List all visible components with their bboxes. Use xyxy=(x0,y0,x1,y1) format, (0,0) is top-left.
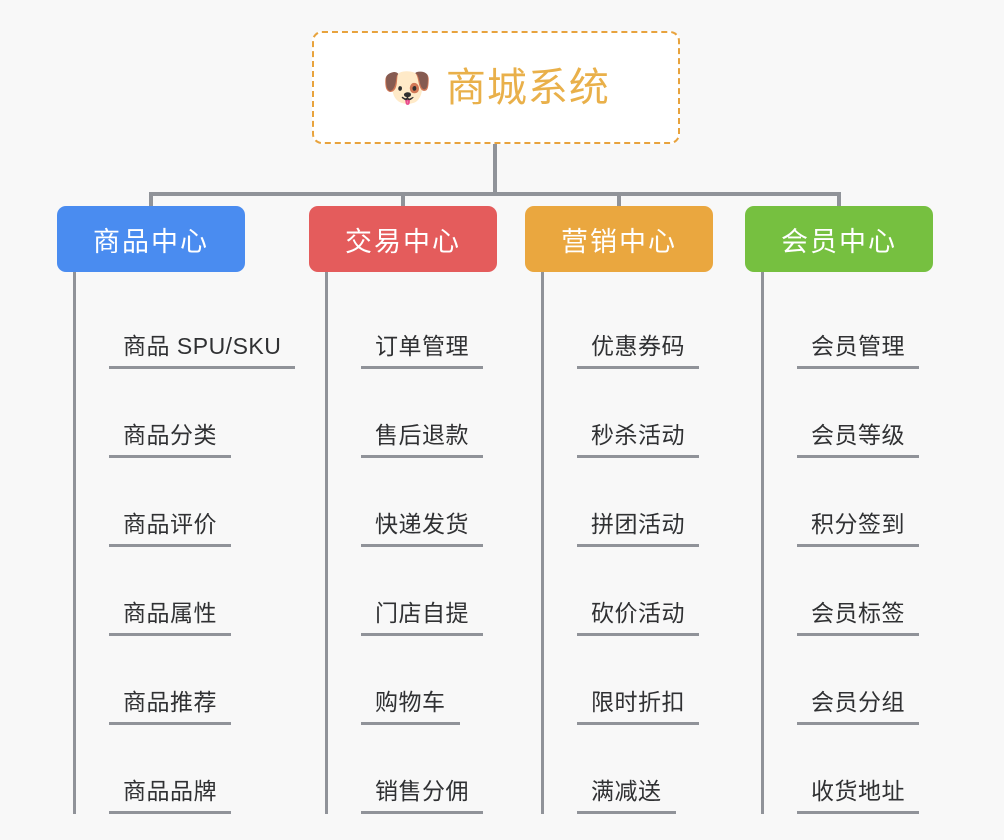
leaf-label: 售后退款 xyxy=(361,421,483,458)
branch-member-center: 会员中心 会员管理 会员等级 积分签到 会员标签 会员分组 收货地址 xyxy=(745,206,975,814)
list-item[interactable]: 销售分佣 xyxy=(328,725,539,814)
list-item[interactable]: 门店自提 xyxy=(328,547,539,636)
list-item[interactable]: 会员等级 xyxy=(764,369,975,458)
list-item[interactable]: 快递发货 xyxy=(328,458,539,547)
leaf-label: 商品评价 xyxy=(109,510,231,547)
leaf-label: 积分签到 xyxy=(797,510,919,547)
leaf-label: 会员标签 xyxy=(797,599,919,636)
leaf-list-product-center: 商品 SPU/SKU 商品分类 商品评价 商品属性 商品推荐 商品品牌 xyxy=(73,272,296,814)
leaf-list-marketing-center: 优惠券码 秒杀活动 拼团活动 砍价活动 限时折扣 满减送 xyxy=(541,272,755,814)
leaf-label: 拼团活动 xyxy=(577,510,699,547)
list-item[interactable]: 售后退款 xyxy=(328,369,539,458)
branch-header-trade-center[interactable]: 交易中心 xyxy=(309,206,497,272)
list-item[interactable]: 会员管理 xyxy=(764,280,975,369)
branch-columns: 商品中心 商品 SPU/SKU 商品分类 商品评价 商品属性 商品推荐 商品品牌… xyxy=(0,206,1004,826)
list-item[interactable]: 商品属性 xyxy=(76,547,287,636)
list-item[interactable]: 购物车 xyxy=(328,636,539,725)
leaf-label: 会员管理 xyxy=(797,332,919,369)
list-item[interactable]: 拼团活动 xyxy=(544,458,755,547)
leaf-label: 秒杀活动 xyxy=(577,421,699,458)
list-item[interactable]: 商品分类 xyxy=(76,369,287,458)
leaf-label: 快递发货 xyxy=(361,510,483,547)
root-title: 商城系统 xyxy=(445,65,610,110)
list-item[interactable]: 商品评价 xyxy=(76,458,287,547)
list-item[interactable]: 收货地址 xyxy=(764,725,975,814)
leaf-label: 砍价活动 xyxy=(577,599,699,636)
list-item[interactable]: 商品推荐 xyxy=(76,636,287,725)
branch-header-marketing-center[interactable]: 营销中心 xyxy=(525,206,713,272)
list-item[interactable]: 商品品牌 xyxy=(76,725,287,814)
list-item[interactable]: 商品 SPU/SKU xyxy=(76,280,296,369)
list-item[interactable]: 会员标签 xyxy=(764,547,975,636)
branch-marketing-center: 营销中心 优惠券码 秒杀活动 拼团活动 砍价活动 限时折扣 满减送 xyxy=(525,206,755,814)
leaf-label: 会员分组 xyxy=(797,688,919,725)
connector-drop-trade-center xyxy=(401,192,405,208)
leaf-label: 满减送 xyxy=(577,777,676,814)
shiba-dog-face-icon: 🐶 xyxy=(382,65,432,110)
list-item[interactable]: 订单管理 xyxy=(328,280,539,369)
list-item[interactable]: 积分签到 xyxy=(764,458,975,547)
branch-header-member-center[interactable]: 会员中心 xyxy=(745,206,933,272)
connector-horizontal-bus xyxy=(149,192,841,196)
leaf-list-trade-center: 订单管理 售后退款 快递发货 门店自提 购物车 销售分佣 xyxy=(325,272,539,814)
leaf-label: 销售分佣 xyxy=(361,777,483,814)
list-item[interactable]: 会员分组 xyxy=(764,636,975,725)
list-item[interactable]: 满减送 xyxy=(544,725,755,814)
leaf-label: 门店自提 xyxy=(361,599,483,636)
leaf-label: 限时折扣 xyxy=(577,688,699,725)
branch-header-product-center[interactable]: 商品中心 xyxy=(57,206,245,272)
leaf-label: 收货地址 xyxy=(797,777,919,814)
connector-drop-marketing-center xyxy=(617,192,621,208)
leaf-label: 商品品牌 xyxy=(109,777,231,814)
leaf-list-member-center: 会员管理 会员等级 积分签到 会员标签 会员分组 收货地址 xyxy=(761,272,975,814)
list-item[interactable]: 优惠券码 xyxy=(544,280,755,369)
leaf-label: 商品属性 xyxy=(109,599,231,636)
leaf-label: 购物车 xyxy=(361,688,460,725)
list-item[interactable]: 限时折扣 xyxy=(544,636,755,725)
branch-trade-center: 交易中心 订单管理 售后退款 快递发货 门店自提 购物车 销售分佣 xyxy=(309,206,539,814)
leaf-label: 订单管理 xyxy=(361,332,483,369)
root-node[interactable]: 🐶 商城系统 xyxy=(312,31,680,144)
leaf-label: 商品分类 xyxy=(109,421,231,458)
leaf-label: 会员等级 xyxy=(797,421,919,458)
leaf-label: 商品推荐 xyxy=(109,688,231,725)
leaf-label: 优惠券码 xyxy=(577,332,699,369)
connector-drop-product-center xyxy=(149,192,153,208)
connector-root-stem xyxy=(493,144,497,194)
list-item[interactable]: 砍价活动 xyxy=(544,547,755,636)
leaf-label: 商品 SPU/SKU xyxy=(109,332,296,369)
list-item[interactable]: 秒杀活动 xyxy=(544,369,755,458)
branch-product-center: 商品中心 商品 SPU/SKU 商品分类 商品评价 商品属性 商品推荐 商品品牌 xyxy=(57,206,296,814)
connector-drop-member-center xyxy=(837,192,841,208)
